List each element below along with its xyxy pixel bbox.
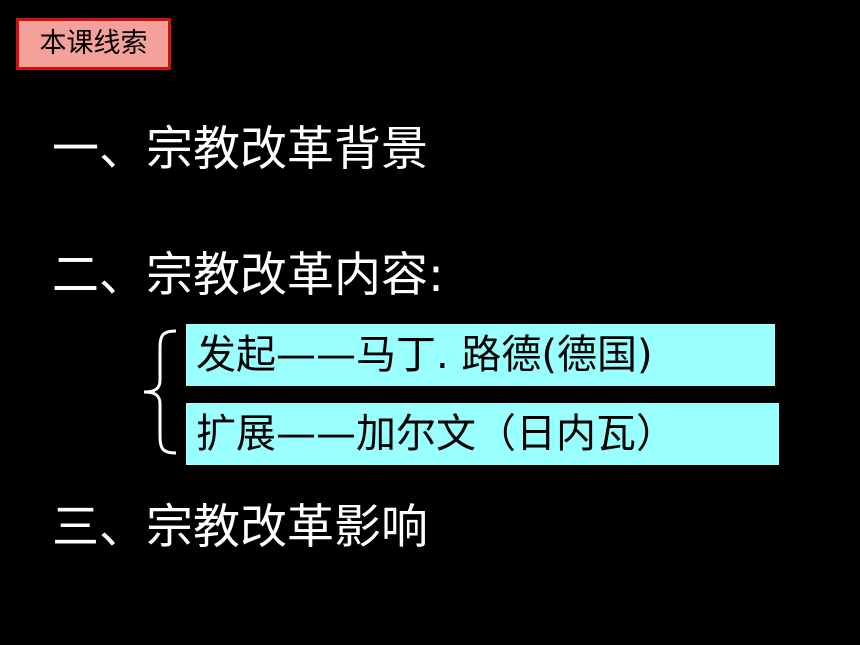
section-heading-content: 二、宗教改革内容: xyxy=(52,248,444,303)
content-item-initiation: 发起——马丁. 路德(德国) xyxy=(186,324,775,386)
lesson-outline-label: 本课线索 xyxy=(16,18,171,70)
curly-brace-icon xyxy=(143,329,177,455)
content-item-expansion: 扩展——加尔文（日内瓦） xyxy=(186,403,779,465)
section-heading-background: 一、宗教改革背景 xyxy=(52,122,428,177)
section-heading-impact: 三、宗教改革影响 xyxy=(52,500,428,555)
